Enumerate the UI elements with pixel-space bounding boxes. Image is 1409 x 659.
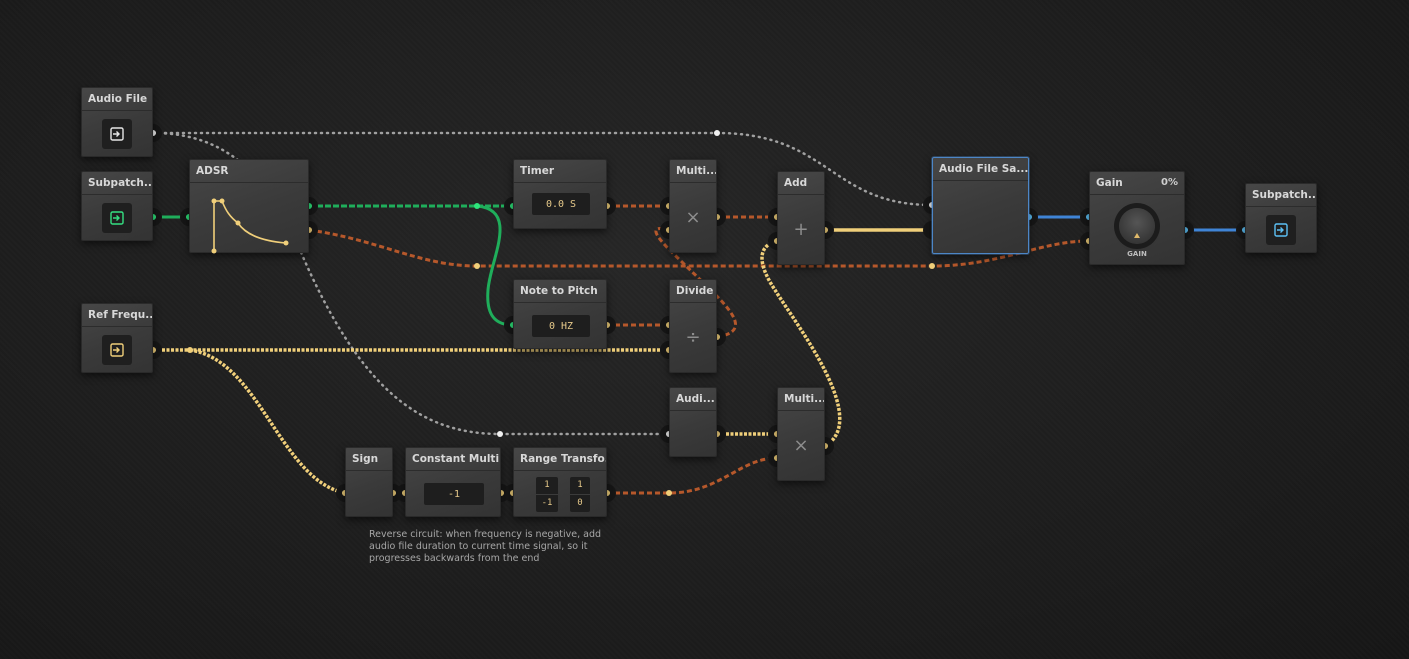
node-title: Ref Frequ...	[82, 304, 152, 327]
node-audio-duration[interactable]: Audi...	[669, 387, 717, 457]
output-min[interactable]: 0	[577, 498, 583, 508]
node-constant-multiply[interactable]: Constant Multi... -1	[405, 447, 501, 517]
output-max[interactable]: 1	[570, 477, 590, 495]
input-max[interactable]: 1	[536, 477, 558, 495]
node-title: Constant Multi...	[406, 448, 500, 471]
constant-value[interactable]: -1	[424, 483, 484, 505]
node-title: Divide	[670, 280, 716, 303]
node-sign[interactable]: Sign	[345, 447, 393, 517]
node-title: Range Transfo...	[514, 448, 606, 471]
node-title: Audi...	[670, 388, 716, 411]
node-title: Gain 0%	[1090, 172, 1184, 195]
node-title: Multi...	[670, 160, 716, 183]
pitch-display: 0 HZ	[532, 315, 590, 337]
exit-box-icon[interactable]	[1266, 214, 1296, 245]
gain-knob[interactable]	[1119, 207, 1155, 244]
input-range[interactable]: 1 -1	[536, 477, 558, 512]
node-title: Sign	[346, 448, 392, 471]
node-audio-file-sampler[interactable]: Audio File Sa...	[932, 157, 1029, 254]
node-multiply[interactable]: Multi... ×	[669, 159, 717, 253]
node-title: Multi...	[778, 388, 824, 411]
plus-icon: +	[793, 219, 809, 240]
enter-box-icon[interactable]	[102, 202, 132, 233]
wire-range-to-multiply	[607, 456, 778, 495]
knob-label: GAIN	[1127, 250, 1147, 258]
node-range-transform[interactable]: Range Transfo... 1 -1 1 0	[513, 447, 607, 517]
gain-value: 0%	[1161, 177, 1178, 188]
node-title: Note to Pitch	[514, 280, 606, 303]
comment-text: Reverse circuit: when frequency is negat…	[369, 529, 602, 564]
output-range[interactable]: 1 0	[570, 477, 590, 512]
timer-display: 0.0 S	[532, 193, 590, 215]
node-divide[interactable]: Divide ÷	[669, 279, 717, 373]
node-ref-frequency[interactable]: Ref Frequ...	[81, 303, 153, 373]
node-title: Subpatch...	[1246, 184, 1316, 207]
input-min[interactable]: -1	[541, 498, 553, 508]
node-title: ADSR	[190, 160, 308, 183]
node-title: Audio File Sa...	[933, 158, 1028, 181]
gain-title: Gain	[1096, 177, 1123, 189]
multiply-icon: ×	[685, 207, 701, 228]
envelope-curve-icon[interactable]	[206, 195, 290, 255]
node-title: Audio File	[82, 88, 152, 111]
node-title: Add	[778, 172, 824, 195]
enter-box-icon[interactable]	[102, 118, 132, 149]
wire-adsr-to-pitch	[476, 204, 514, 327]
multiply-icon: ×	[793, 435, 809, 456]
node-timer[interactable]: Timer 0.0 S	[513, 159, 607, 229]
node-subpatch-input[interactable]: Subpatch...	[81, 171, 153, 241]
node-adsr[interactable]: ADSR	[189, 159, 309, 255]
node-title: Timer	[514, 160, 606, 183]
wire-ref-to-sign	[189, 348, 346, 495]
node-multiply-2[interactable]: Multi... ×	[777, 387, 825, 481]
node-add[interactable]: Add +	[777, 171, 825, 265]
node-title: Subpatch...	[82, 172, 152, 195]
enter-box-icon[interactable]	[102, 334, 132, 365]
node-gain[interactable]: Gain 0% GAIN	[1089, 171, 1185, 265]
node-subpatch-output[interactable]: Subpatch...	[1245, 183, 1317, 253]
node-note-to-pitch[interactable]: Note to Pitch 0 HZ	[513, 279, 607, 349]
node-audio-file[interactable]: Audio File	[81, 87, 153, 157]
divide-icon: ÷	[685, 327, 701, 348]
